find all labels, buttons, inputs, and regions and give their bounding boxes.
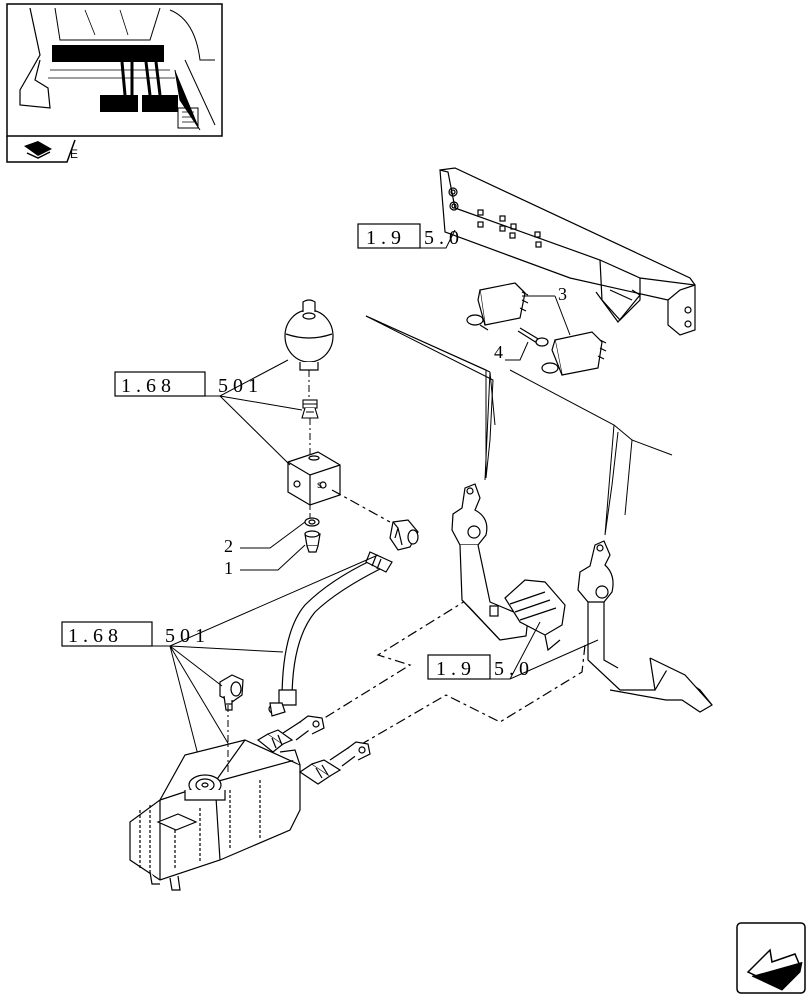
thumbnail-tab[interactable]: E bbox=[6, 136, 78, 163]
pedal-support-bracket bbox=[439, 167, 696, 336]
ref-195-bottom[interactable]: 1 . 9 5 . 0 bbox=[427, 621, 599, 680]
item-4-label: 4 bbox=[494, 342, 503, 362]
ref-195-top-boxed: 1 . 9 bbox=[366, 227, 401, 249]
item-1-callout[interactable]: 1 bbox=[224, 544, 306, 578]
item-1-label: 1 bbox=[224, 558, 233, 578]
valve-block: s bbox=[287, 451, 341, 506]
thumbnail-pedals-image bbox=[19, 7, 216, 131]
thumbnail-view[interactable] bbox=[6, 3, 223, 137]
flexible-hose bbox=[278, 551, 393, 706]
seal-washer bbox=[304, 517, 320, 527]
hydraulic-route-lines bbox=[304, 489, 586, 746]
push-rod-lower bbox=[298, 741, 371, 785]
bleed-screw bbox=[304, 530, 321, 553]
hose-end-fitting-lower bbox=[268, 702, 286, 717]
item-2-label: 2 bbox=[224, 536, 233, 556]
switch-screw bbox=[517, 327, 549, 347]
banjo-fitting-lower bbox=[219, 674, 244, 711]
svg-text:s: s bbox=[317, 480, 322, 491]
next-page-button[interactable] bbox=[736, 922, 806, 994]
ref-195-top-suffix: 5 . 0 bbox=[424, 227, 459, 249]
ref-168-top-boxed: 1 . 6 8 bbox=[121, 375, 171, 397]
arrow-nav-icon bbox=[746, 948, 803, 991]
thumbnail-label: E bbox=[70, 147, 78, 161]
accumulator bbox=[284, 299, 334, 371]
ref-168-bottom-suffix: 5 0 1 bbox=[165, 625, 205, 647]
banjo-fitting-upper bbox=[389, 519, 419, 551]
ref-168-bottom-boxed: 1 . 6 8 bbox=[68, 625, 118, 647]
pedal-switch-upper bbox=[466, 282, 529, 331]
ref-195-top[interactable]: 1 . 9 5 . 0 bbox=[357, 223, 459, 249]
item-4-callout[interactable]: 4 bbox=[494, 341, 529, 362]
clutch-pedal-left bbox=[451, 483, 566, 652]
pedal-switch-lower bbox=[541, 331, 607, 376]
book-icon bbox=[24, 141, 52, 159]
item-3-label: 3 bbox=[558, 284, 567, 304]
item-2-callout[interactable]: 2 bbox=[224, 521, 306, 556]
fitting-adapter bbox=[301, 399, 319, 419]
master-cylinder bbox=[129, 739, 301, 891]
pedal-guide-lines bbox=[365, 315, 673, 536]
brake-pedal-right bbox=[577, 540, 713, 713]
push-rod-upper bbox=[256, 715, 325, 753]
ref-195-bottom-boxed: 1 . 9 bbox=[436, 658, 471, 680]
ref-168-top[interactable]: 1 . 6 8 5 0 1 bbox=[114, 359, 303, 466]
item-3-callout[interactable]: 3 bbox=[522, 284, 571, 336]
ref-168-bottom[interactable]: 1 . 6 8 5 0 1 bbox=[61, 554, 379, 761]
